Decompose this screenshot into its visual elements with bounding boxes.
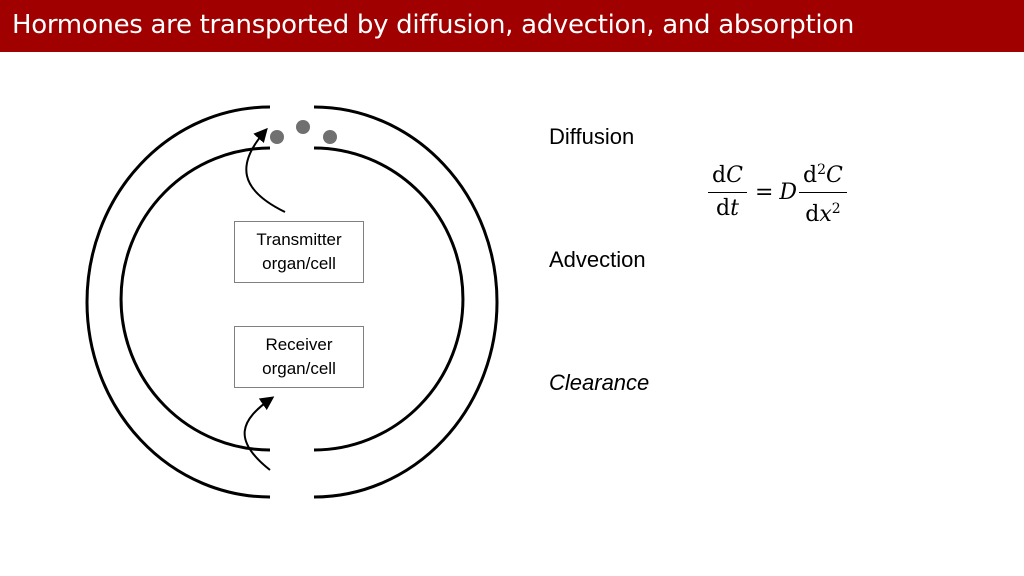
uptake-arrow (243, 396, 275, 471)
lhs-den-d: d (716, 195, 731, 221)
diffusion-label: Diffusion (549, 124, 635, 149)
hormone-particle (270, 130, 284, 144)
transmitter-label-line1: Transmitter (256, 230, 342, 249)
transmitter-box: Transmitter organ/cell (234, 221, 364, 283)
rhs-den-exp: 2 (831, 200, 841, 217)
secretion-arrow (245, 127, 286, 213)
equals-sign: = (754, 179, 774, 205)
clearance-label: Clearance (549, 370, 650, 395)
inner-ring-left-arc (119, 146, 271, 452)
receiver-label-line1: Receiver (265, 335, 333, 354)
rhs-fraction: d2C dx2 (799, 157, 847, 228)
title-bar: Hormones are transported by diffusion, a… (0, 0, 1024, 52)
hormone-particle (296, 120, 310, 134)
rhs-den-var: x (819, 201, 832, 227)
lhs-num-var: C (726, 162, 743, 188)
advection-label: Advection (549, 247, 646, 272)
diffusion-equation: dC dt = D d2C dx2 (706, 156, 849, 228)
lhs-fraction: dC dt (708, 163, 747, 222)
slide-title: Hormones are transported by diffusion, a… (12, 10, 855, 40)
rhs-den-d: d (805, 201, 820, 227)
outer-ring-left-arc (85, 105, 271, 499)
diffusion-coefficient: D (779, 179, 798, 205)
receiver-label-line2: organ/cell (262, 359, 336, 378)
outer-ring-right-arc (313, 105, 499, 499)
rhs-num-d: d (803, 162, 818, 188)
lhs-den-var: t (730, 195, 739, 221)
rhs-num-var: C (826, 162, 843, 188)
hormone-particle (323, 130, 337, 144)
receiver-box: Receiver organ/cell (234, 326, 364, 388)
transmitter-label-line2: organ/cell (262, 254, 336, 273)
inner-ring-right-arc (313, 146, 465, 452)
lhs-num-d: d (712, 162, 727, 188)
rhs-num-exp: 2 (817, 161, 827, 178)
